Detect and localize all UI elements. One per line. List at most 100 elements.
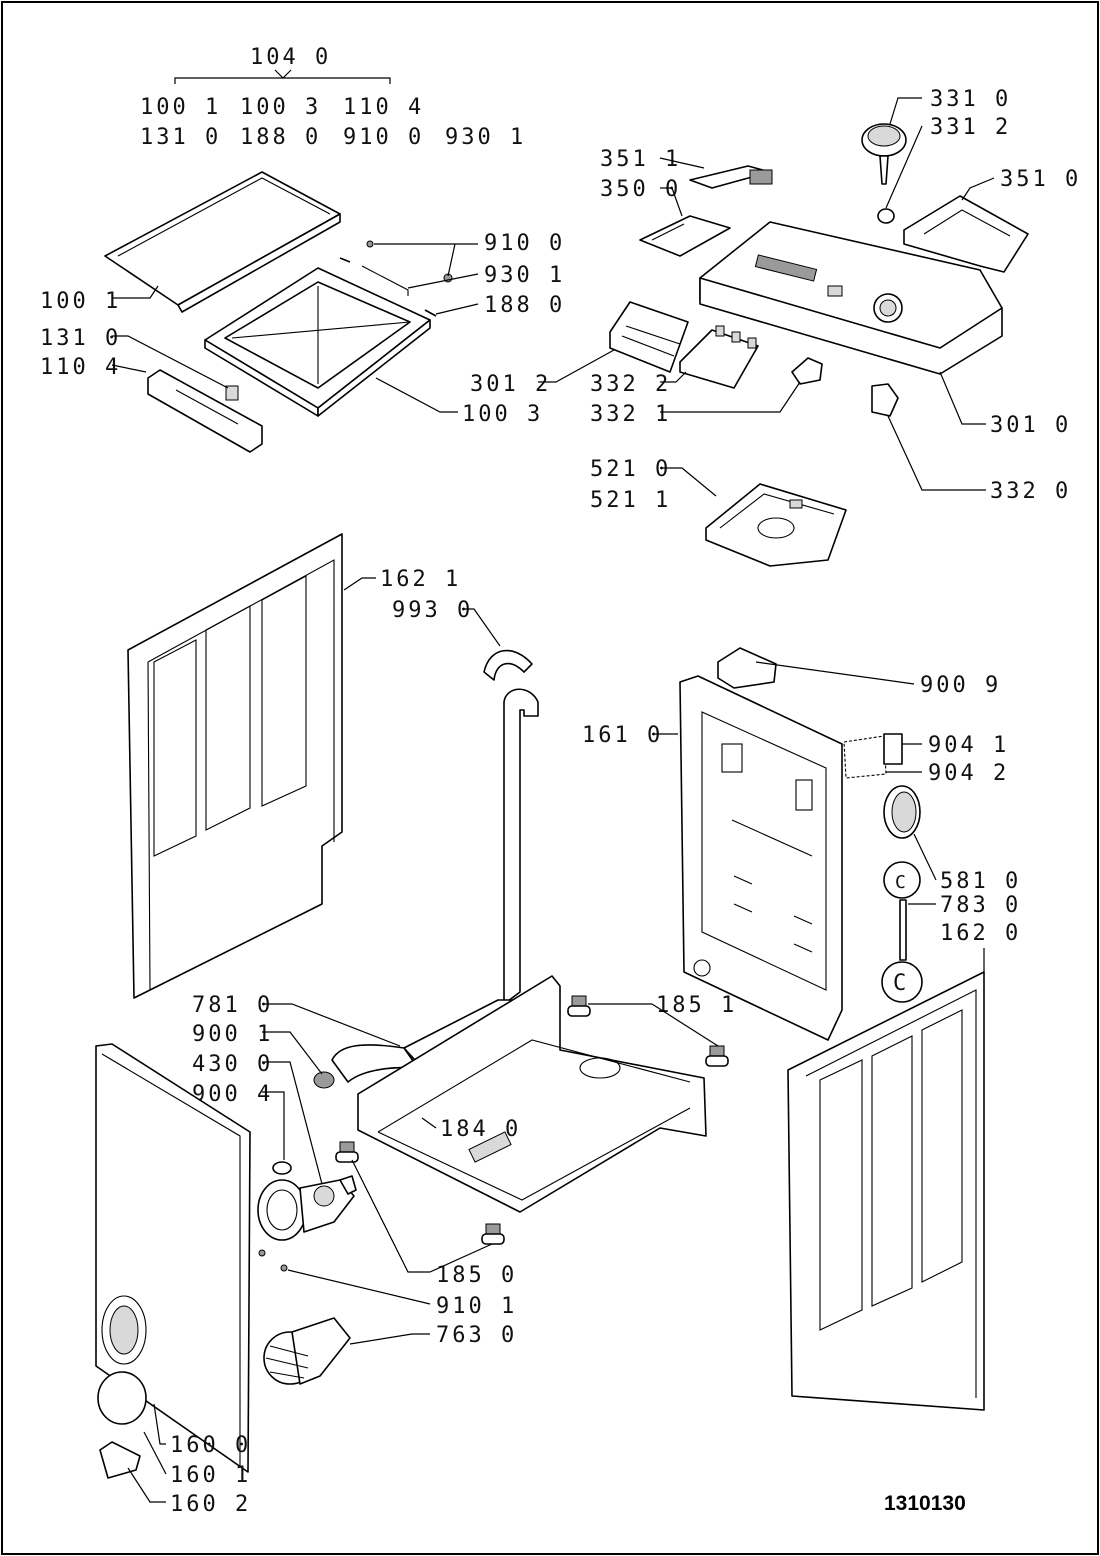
label-783-0: 783 0 (940, 893, 1021, 918)
foot-part (567, 995, 591, 1017)
leader-350-0 (660, 187, 683, 217)
knob-adapter-part (877, 208, 895, 224)
label-904-1: 904 1 (928, 733, 1009, 758)
leader-332-2 (660, 371, 687, 383)
capacitor-mark: C (895, 872, 906, 893)
hose-bracket-part (717, 647, 777, 689)
label-910-1: 910 1 (436, 1294, 517, 1319)
foot-part (481, 1223, 505, 1245)
label-184-0: 184 0 (440, 1117, 521, 1142)
label-331-0: 331 0 (930, 87, 1011, 112)
label-188-0: 188 0 (484, 293, 565, 318)
leader-910-0 (374, 243, 478, 277)
leader-110-4 (111, 364, 147, 373)
assembly-item: 100 3 (240, 95, 321, 120)
leader-188-0 (435, 303, 479, 315)
pulley-part (883, 785, 921, 839)
label-100-3: 100 3 (462, 402, 543, 427)
label-993-0: 993 0 (392, 598, 473, 623)
panel-support-part (903, 195, 1029, 273)
leader-185-1 (588, 1003, 719, 1047)
leader-184-0 (421, 1117, 437, 1129)
leader-763-0 (349, 1333, 430, 1345)
leader-185-0 (351, 1159, 493, 1273)
leader-430-0 (262, 1061, 323, 1185)
label-350-0: 350 0 (600, 177, 681, 202)
control-panel-part (699, 221, 1003, 375)
label-160-0: 160 0 (170, 1433, 251, 1458)
left-side-panel-part (127, 533, 343, 999)
label-131-0: 131 0 (40, 326, 121, 351)
foot-part (335, 1141, 359, 1163)
microswitch-part (871, 383, 899, 417)
leader-351-0 (961, 177, 995, 201)
leader-910-1 (287, 1269, 431, 1305)
capacitor-part (883, 861, 921, 899)
leader-781-0 (262, 1003, 401, 1047)
filter-plate-part (843, 735, 887, 779)
leader-301-2 (538, 349, 615, 383)
leader-331-2 (885, 125, 923, 209)
leader-351-1 (659, 157, 705, 169)
assembly-item: 930 1 (445, 125, 526, 150)
right-side-panel-part (787, 971, 985, 1411)
push-buttons-part (679, 325, 759, 389)
label-332-1: 332 1 (590, 402, 671, 427)
label-301-2: 301 2 (470, 372, 551, 397)
switch-bracket-part (791, 357, 823, 385)
label-521-0: 521 0 (590, 457, 671, 482)
hose-bend-part (483, 649, 533, 681)
leader-900-4 (262, 1091, 285, 1160)
leader-331-0 (889, 97, 922, 125)
label-162-0: 162 0 (940, 921, 1021, 946)
label-930-1: 930 1 (484, 263, 565, 288)
label-430-0: 430 0 (192, 1052, 273, 1077)
label-521-1: 521 1 (590, 488, 671, 513)
leader-900-1 (262, 1031, 323, 1075)
foot-part (705, 1045, 729, 1067)
program-knob-part (861, 123, 907, 185)
drain-pump-part (257, 1175, 357, 1241)
label-110-4: 110 4 (40, 355, 121, 380)
assembly-code: 104 0 (250, 45, 331, 70)
label-900-9: 900 9 (920, 673, 1001, 698)
label-781-0: 781 0 (192, 993, 273, 1018)
screw-part (258, 1249, 266, 1257)
board-bracket-part (689, 165, 773, 189)
top-frame-part (204, 267, 431, 417)
leader-131-0 (112, 335, 229, 389)
assembly-item: 110 4 (343, 95, 424, 120)
label-331-2: 331 2 (930, 115, 1011, 140)
top-lid-part (104, 171, 341, 313)
label-161-0: 161 0 (582, 723, 663, 748)
label-910-0: 910 0 (484, 231, 565, 256)
label-351-0: 351 0 (1000, 167, 1081, 192)
flap-hinge-part (99, 1441, 141, 1479)
assembly-item: 910 0 (343, 125, 424, 150)
service-flap-part (97, 1371, 147, 1425)
hose-clamp-part (313, 1071, 335, 1089)
drawing-number: 1310130 (884, 1492, 966, 1515)
rear-panel-part (679, 675, 843, 1041)
leader-930-1 (407, 273, 479, 289)
screw-part (280, 1264, 288, 1272)
assembly-header: 104 0 100 1 100 3 110 4 131 0 188 0 910 … (140, 45, 526, 150)
label-160-2: 160 2 (170, 1492, 251, 1517)
electronic-module-part (705, 483, 847, 567)
leader-900-9 (755, 661, 915, 685)
leader-160-1 (143, 1431, 167, 1475)
leader-162-1 (343, 577, 376, 591)
drain-hose-riser-part (503, 688, 539, 1005)
wire-part (361, 265, 409, 296)
assembly-brace (174, 69, 391, 84)
label-185-1: 185 1 (656, 993, 737, 1018)
label-332-2: 332 2 (590, 372, 671, 397)
pin-part (339, 257, 437, 317)
label-332-0: 332 0 (990, 479, 1071, 504)
leader-160-2 (127, 1467, 166, 1503)
pump-clamp-part (272, 1161, 292, 1175)
assembly-item: 100 1 (140, 95, 221, 120)
dispenser-part (609, 301, 689, 373)
leader-160-0 (153, 1403, 166, 1445)
